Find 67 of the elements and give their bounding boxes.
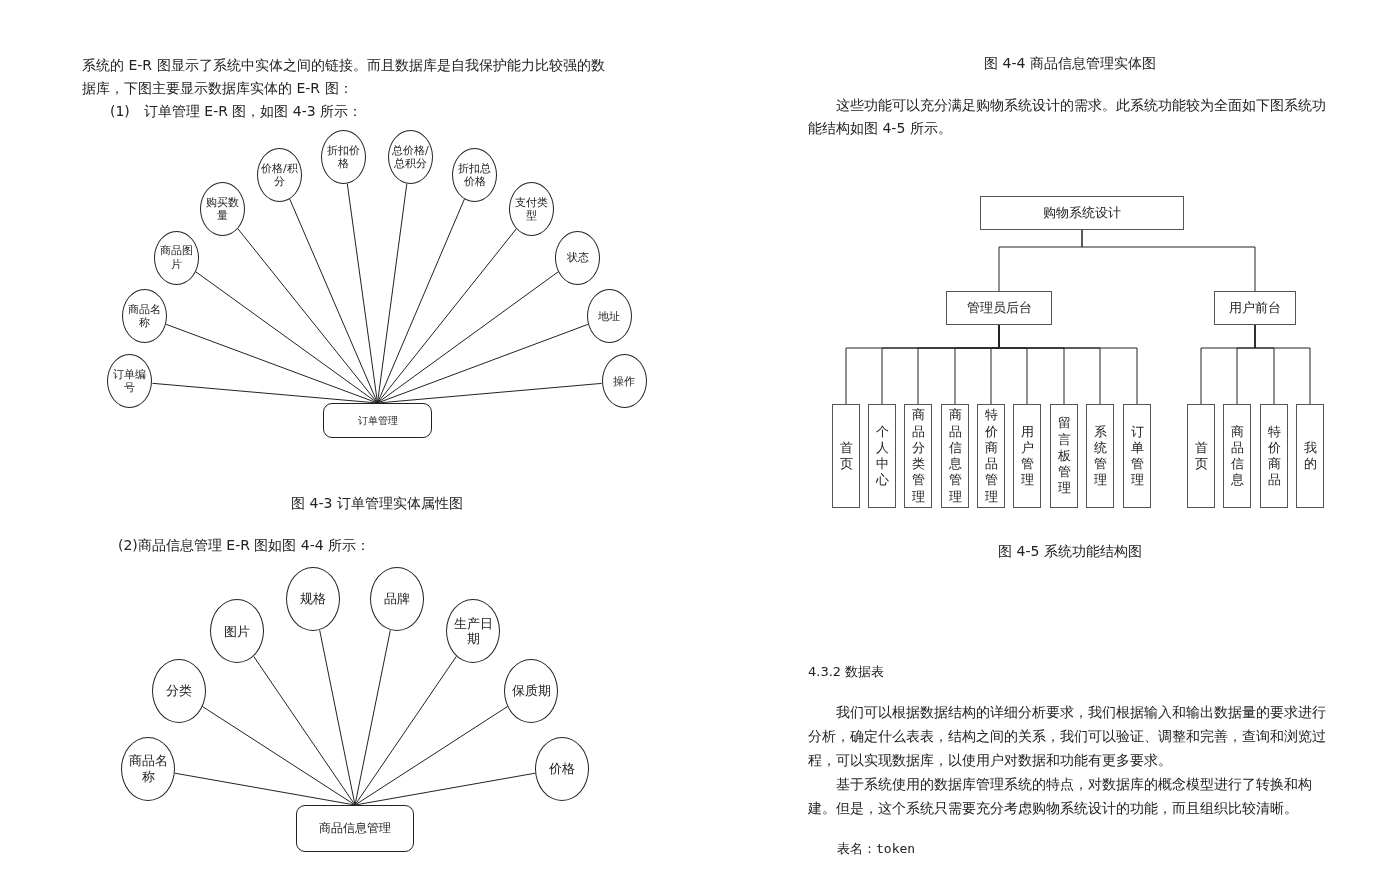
- entity-box: 商品信息管理: [296, 805, 414, 852]
- connector-line: [319, 629, 356, 806]
- connector-line: [201, 705, 356, 806]
- figure-caption: 图 4-4 商品信息管理实体图: [983, 54, 1157, 73]
- module-box: 用户前台: [1214, 291, 1296, 325]
- attribute-ellipse: 商品名称: [122, 289, 168, 344]
- module-box: 商品信息管理: [941, 404, 969, 508]
- module-box: 系统管理: [1086, 404, 1114, 508]
- module-box: 订单管理: [1123, 404, 1151, 508]
- connector-line: [377, 228, 517, 404]
- attribute-ellipse: 价格: [534, 736, 589, 801]
- attribute-ellipse: 总价格/总积分: [387, 130, 433, 185]
- entity-box: 订单管理: [323, 403, 432, 438]
- module-box: 用户管理: [1013, 404, 1041, 508]
- attribute-ellipse: 分类: [151, 659, 206, 724]
- module-box: 购物系统设计: [980, 196, 1184, 230]
- connector-line: [237, 228, 378, 404]
- module-box: 我的: [1296, 404, 1324, 508]
- module-box: 商品分类管理: [904, 404, 932, 508]
- connector-line: [253, 655, 356, 806]
- connector-line: [354, 629, 391, 806]
- attribute-ellipse: 商品图片: [153, 230, 199, 285]
- attribute-ellipse: 地址: [586, 289, 632, 344]
- module-box: 商品信息: [1223, 404, 1251, 508]
- connector-line: [1254, 324, 1311, 405]
- connector-line: [377, 323, 589, 404]
- connector-line: [377, 198, 465, 404]
- attribute-ellipse: 操作: [601, 354, 647, 409]
- attribute-ellipse: 生产日期: [446, 599, 501, 664]
- connector-line: [289, 198, 378, 404]
- list-item: (2)商品信息管理 E-R 图如图 4-4 所示：: [118, 536, 372, 555]
- attribute-ellipse: 价格/积分: [256, 148, 302, 202]
- module-box: 个人中心: [868, 404, 896, 508]
- attribute-ellipse: 支付类型: [509, 182, 555, 237]
- module-box: 管理员后台: [946, 291, 1052, 325]
- connector-line: [194, 271, 378, 404]
- connector-line: [354, 655, 457, 806]
- attribute-ellipse: 折扣总价格: [452, 148, 498, 202]
- connector-line: [346, 183, 378, 404]
- connector-line: [165, 323, 378, 404]
- paragraph: 系统的 E-R 图显示了系统中实体之间的链接。而且数据库是自我保护能力比较强的数据库，下图主要显示数据库实体的 E-R 图：: [82, 56, 606, 98]
- module-box: 特价商品: [1260, 404, 1288, 508]
- table-name: 表名：token: [837, 840, 917, 858]
- attribute-ellipse: 品牌: [369, 567, 424, 632]
- attribute-ellipse: 折扣价格: [321, 130, 367, 185]
- module-box: 首页: [832, 404, 860, 508]
- attribute-ellipse: 图片: [209, 599, 264, 664]
- module-box: 留言板管理: [1050, 404, 1078, 508]
- figure-caption: 图 4-5 系统功能结构图: [997, 542, 1143, 561]
- section-heading: 4.3.2 数据表: [808, 663, 886, 681]
- attribute-ellipse: 订单编号: [107, 354, 153, 409]
- module-box: 特价商品管理: [977, 404, 1005, 508]
- attribute-ellipse: 保质期: [504, 659, 559, 724]
- module-box: 首页: [1187, 404, 1215, 508]
- connector-line: [377, 271, 560, 404]
- paragraph: 这些功能可以充分满足购物系统设计的需求。此系统功能较为全面如下图系统功能结构如图 4-5 所示。: [808, 96, 1327, 138]
- attribute-ellipse: 状态: [555, 230, 601, 285]
- connector-line: [377, 183, 408, 404]
- attribute-ellipse: 规格: [286, 567, 341, 632]
- list-item: (1) 订单管理 E-R 图，如图 4-3 所示：: [110, 102, 364, 121]
- connector-line: [354, 705, 509, 806]
- attribute-ellipse: 购买数量: [199, 182, 245, 237]
- paragraph: 基于系统使用的数据库管理系统的特点，对数据库的概念模型进行了转换和构建。但是，这个系统只需要充分考虑购物系统设计的功能，而且组织比较清晰。: [808, 775, 1313, 818]
- paragraph: 我们可以根据数据结构的详细分析要求，我们根据输入和输出数据量的要求进行分析，确定什么表表，结构之间的关系，我们可以验证、调整和完善，查询和浏览过程，可以实现数据库，以使用户对数据和功能有更多要求。: [808, 703, 1327, 770]
- attribute-ellipse: 商品名称: [121, 736, 176, 801]
- connector-line: [1081, 229, 1256, 292]
- figure-caption: 图 4-3 订单管理实体属性图: [290, 494, 464, 513]
